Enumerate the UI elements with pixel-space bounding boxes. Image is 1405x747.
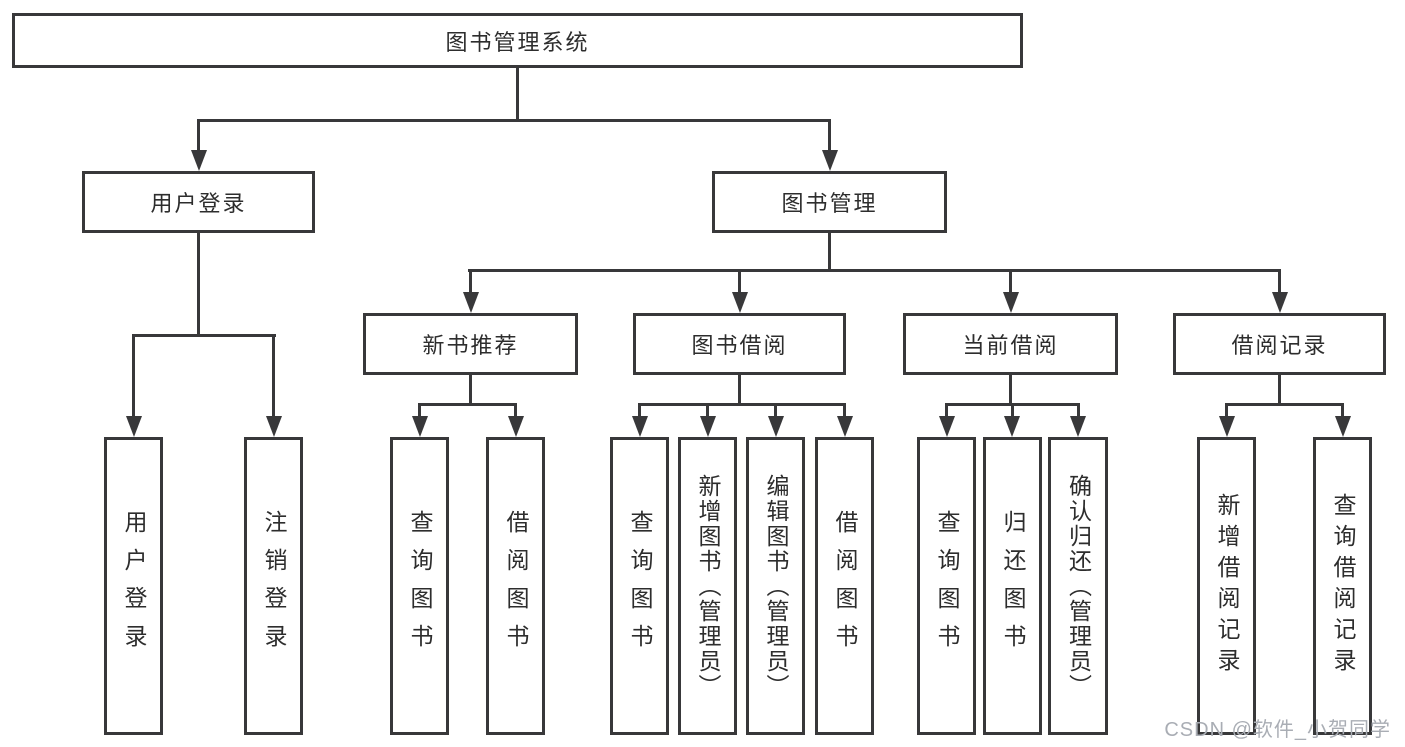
node-label: 查询图书 — [627, 510, 653, 662]
node-leaf-query-books-3: 查询图书 — [917, 437, 976, 735]
node-book-management: 图书管理 — [712, 171, 947, 233]
connector-line — [1077, 403, 1080, 420]
node-leaf-borrow-books-2: 借阅图书 — [815, 437, 874, 735]
node-leaf-add-books-admin: 新增图书（管理员） — [678, 437, 737, 735]
connector-line — [197, 119, 831, 122]
node-leaf-query-books-1: 查询图书 — [390, 437, 449, 735]
connector-line — [197, 233, 200, 337]
node-leaf-query-borrow-record: 查询借阅记录 — [1313, 437, 1372, 735]
arrowhead-down-icon — [412, 416, 428, 437]
node-label: 注销登录 — [261, 510, 287, 662]
node-leaf-borrow-books-1: 借阅图书 — [486, 437, 545, 735]
node-label: 新书推荐 — [422, 333, 519, 358]
arrowhead-down-icon — [1335, 416, 1351, 437]
connector-line — [828, 119, 831, 153]
node-leaf-user-login: 用户登录 — [104, 437, 163, 735]
node-leaf-confirm-return-admin: 确认归还（管理员） — [1048, 437, 1108, 735]
connector-line — [1278, 269, 1281, 294]
arrowhead-down-icon — [822, 150, 838, 171]
connector-line — [638, 403, 641, 420]
node-label: 图书管理系统 — [445, 29, 590, 55]
node-current-borrowing: 当前借阅 — [903, 313, 1118, 375]
node-label: 借阅图书 — [832, 510, 858, 662]
arrowhead-down-icon — [837, 416, 853, 437]
arrowhead-down-icon — [266, 416, 282, 437]
connector-line — [638, 403, 846, 406]
arrowhead-down-icon — [1070, 416, 1086, 437]
arrowhead-down-icon — [463, 292, 479, 313]
node-label: 图书借阅 — [691, 333, 788, 358]
connector-line — [774, 403, 777, 420]
node-leaf-add-borrow-record: 新增借阅记录 — [1197, 437, 1256, 735]
connector-line — [945, 403, 948, 420]
arrowhead-down-icon — [732, 292, 748, 313]
node-library-management-system: 图书管理系统 — [12, 13, 1023, 68]
connector-line — [469, 375, 472, 406]
connector-line — [132, 334, 276, 337]
connector-line — [197, 119, 200, 153]
node-user-login: 用户登录 — [82, 171, 315, 233]
arrowhead-down-icon — [768, 416, 784, 437]
connector-line — [468, 269, 1281, 272]
arrowhead-down-icon — [191, 150, 207, 171]
node-label: 查询图书 — [407, 510, 433, 662]
node-label: 编辑图书（管理员） — [763, 473, 789, 699]
node-book-borrowing: 图书借阅 — [633, 313, 846, 375]
connector-line — [706, 403, 709, 420]
csdn-watermark: CSDN @软件_小贺同学 — [1164, 719, 1391, 741]
node-label: 用户登录 — [150, 191, 247, 216]
connector-line — [738, 269, 741, 294]
node-label: 图书管理 — [781, 191, 878, 216]
arrowhead-down-icon — [1003, 292, 1019, 313]
arrowhead-down-icon — [126, 416, 142, 437]
node-leaf-logout: 注销登录 — [244, 437, 303, 735]
connector-line — [418, 403, 421, 420]
node-label: 查询借阅记录 — [1330, 493, 1356, 679]
connector-line — [1011, 403, 1014, 420]
node-label: 当前借阅 — [962, 333, 1059, 358]
connector-line — [1225, 403, 1228, 420]
arrowhead-down-icon — [939, 416, 955, 437]
arrowhead-down-icon — [1272, 292, 1288, 313]
connector-line — [418, 403, 517, 406]
node-leaf-return-books: 归还图书 — [983, 437, 1042, 735]
arrowhead-down-icon — [700, 416, 716, 437]
connector-line — [1009, 375, 1012, 406]
arrowhead-down-icon — [632, 416, 648, 437]
connector-line — [1009, 269, 1012, 294]
connector-line — [469, 269, 472, 294]
node-leaf-edit-books-admin: 编辑图书（管理员） — [746, 437, 805, 735]
connector-line — [828, 233, 831, 272]
connector-line — [738, 375, 741, 406]
node-label: 归还图书 — [1000, 510, 1026, 662]
connector-line — [1225, 403, 1344, 406]
node-label: 新增借阅记录 — [1214, 493, 1240, 679]
arrowhead-down-icon — [1219, 416, 1235, 437]
node-label: 查询图书 — [934, 510, 960, 662]
node-borrowing-records: 借阅记录 — [1173, 313, 1386, 375]
node-label: 确认归还（管理员） — [1065, 473, 1092, 699]
arrowhead-down-icon — [508, 416, 524, 437]
connector-line — [514, 403, 517, 420]
arrowhead-down-icon — [1004, 416, 1020, 437]
node-leaf-query-books-2: 查询图书 — [610, 437, 669, 735]
connector-line — [1341, 403, 1344, 420]
node-new-book-recommend: 新书推荐 — [363, 313, 578, 375]
connector-line — [1278, 375, 1281, 406]
connector-line — [516, 67, 519, 121]
node-label: 借阅图书 — [503, 510, 529, 662]
node-label: 新增图书（管理员） — [695, 473, 721, 699]
connector-line — [272, 334, 275, 420]
node-label: 用户登录 — [121, 510, 147, 662]
connector-line — [132, 334, 135, 420]
connector-line — [843, 403, 846, 420]
node-label: 借阅记录 — [1231, 333, 1328, 358]
